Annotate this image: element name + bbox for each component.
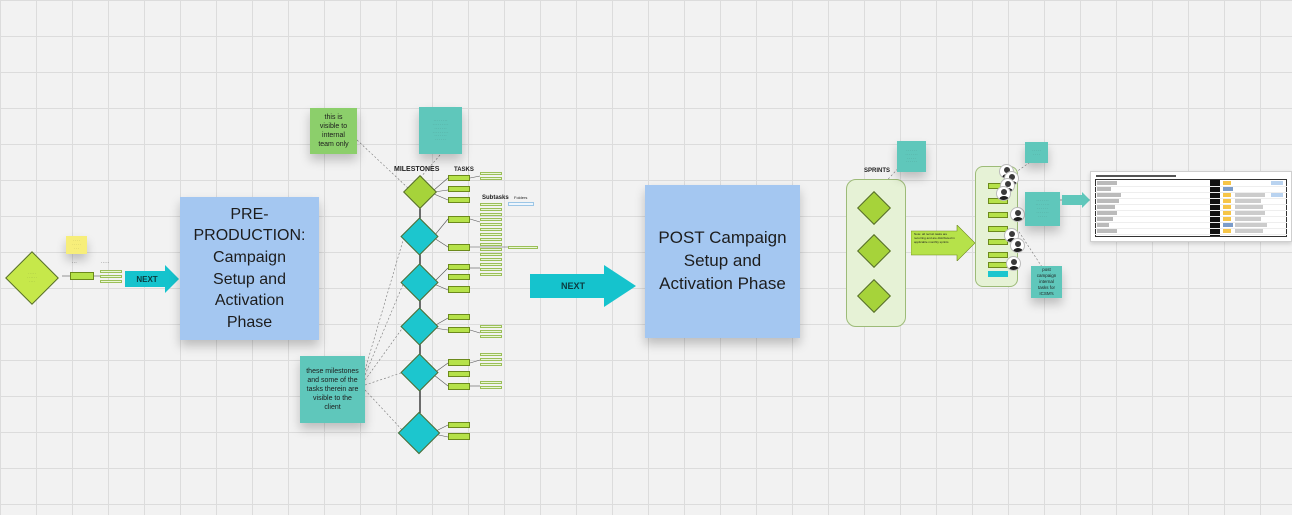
subtask-item[interactable] <box>480 325 502 328</box>
post-campaign-note[interactable]: POST Campaign Setup and Activation Phase <box>645 185 800 338</box>
next-arrow-small-label: NEXT <box>136 274 158 284</box>
sprint-top-note[interactable]: · · · · ·· · · · <box>1025 142 1048 163</box>
subtask-item[interactable] <box>480 268 502 271</box>
internal-only-note[interactable]: this is visible to internal team only <box>310 108 357 154</box>
subtask-item[interactable] <box>480 223 502 226</box>
table-row[interactable] <box>1095 198 1287 205</box>
start-task-box[interactable] <box>70 272 94 280</box>
subtask-item[interactable] <box>480 253 502 256</box>
subtask-item[interactable] <box>480 363 502 366</box>
table-row[interactable] <box>1095 228 1287 235</box>
subtask-item[interactable] <box>480 177 502 180</box>
next-arrow-big-label: NEXT <box>560 281 585 291</box>
start-subtask-2[interactable] <box>100 275 122 278</box>
milestones-description-note[interactable]: · · · · · · · ·· · · · · · · · ·· · · · … <box>419 107 462 154</box>
task-box[interactable] <box>448 274 470 280</box>
table-row[interactable] <box>1095 222 1287 229</box>
task-box[interactable] <box>448 175 470 181</box>
table-row[interactable] <box>1095 204 1287 211</box>
table-row[interactable] <box>1095 192 1287 199</box>
sprint-note-text: Note: all recruit tasks are recurring an… <box>914 232 955 244</box>
task-box[interactable] <box>448 383 470 390</box>
sprint-task-box[interactable] <box>988 212 1008 218</box>
table-row[interactable] <box>1095 180 1287 187</box>
avatar[interactable] <box>1010 207 1025 222</box>
table-dark-column <box>1210 180 1220 236</box>
sprint-note-arrow[interactable] <box>911 225 975 261</box>
start-subtask-3[interactable] <box>100 280 122 283</box>
post-campaign-tasks-note[interactable]: post campaign internal tasks for ICSM's <box>1031 266 1062 298</box>
subtask-item[interactable] <box>480 353 502 356</box>
tasks-header: TASKS <box>454 167 474 173</box>
sprint-task-box[interactable] <box>988 262 1008 268</box>
milestones-header: MILESTONES <box>394 166 440 173</box>
subtask-item[interactable] <box>480 386 502 389</box>
task-box[interactable] <box>448 422 470 428</box>
start-decision-label: · · · · ·· · · · · ·· · · · <box>26 271 38 283</box>
subtask-item[interactable] <box>480 208 502 211</box>
task-box[interactable] <box>448 314 470 320</box>
report-arrow[interactable] <box>1062 192 1090 208</box>
table-title <box>1096 175 1176 177</box>
subtask-item[interactable] <box>480 358 502 361</box>
small-subtasks-header: · · · · · <box>101 260 110 264</box>
subtask-item[interactable] <box>480 228 502 231</box>
avatar[interactable] <box>1006 256 1021 271</box>
table-row[interactable] <box>1095 216 1287 223</box>
subtask-item[interactable] <box>508 246 538 249</box>
table-row[interactable] <box>1095 210 1287 217</box>
avatar[interactable] <box>996 186 1011 201</box>
task-box[interactable] <box>448 359 470 366</box>
next-arrow-big[interactable] <box>530 265 636 307</box>
subtask-item[interactable] <box>480 233 502 236</box>
yellow-note[interactable]: · · · ·· · · · ·· · · <box>66 236 87 254</box>
subtask-item[interactable] <box>480 238 502 241</box>
subtask-item[interactable] <box>480 263 502 266</box>
task-box[interactable] <box>448 244 470 251</box>
task-table-card[interactable] <box>1090 171 1292 242</box>
avatar[interactable] <box>1010 238 1025 253</box>
sprint-task-box[interactable] <box>988 252 1008 258</box>
sprint-description-note[interactable]: · · · · · ·· · · · · · ·· · · · ·· · · ·… <box>897 141 926 172</box>
folder-item[interactable] <box>508 202 534 206</box>
task-box[interactable] <box>448 216 470 223</box>
subtask-item[interactable] <box>480 273 502 276</box>
task-box[interactable] <box>448 327 470 333</box>
subtask-item[interactable] <box>480 258 502 261</box>
subtask-item[interactable] <box>480 203 502 206</box>
task-box[interactable] <box>448 197 470 203</box>
subtask-item[interactable] <box>480 248 502 251</box>
client-visible-note[interactable]: these milestones and some of the tasks t… <box>300 356 365 423</box>
subtask-item[interactable] <box>480 218 502 221</box>
small-tasks-header: · · · <box>72 260 77 264</box>
subtask-item[interactable] <box>480 381 502 384</box>
sprints-header: SPRINTS <box>864 168 891 174</box>
sprint-tasks-description-note[interactable]: · · · · · · ·· · · · · · · ·· · · · · ··… <box>1025 192 1060 226</box>
subtask-item[interactable] <box>480 172 502 175</box>
task-box[interactable] <box>448 371 470 377</box>
subtasks-header: Subtasks <box>482 195 509 201</box>
task-box[interactable] <box>448 186 470 192</box>
task-box[interactable] <box>448 264 470 270</box>
sprint-task-highlight[interactable] <box>988 271 1008 277</box>
table-inner <box>1095 179 1287 237</box>
subtask-item[interactable] <box>480 330 502 333</box>
subtask-item[interactable] <box>480 335 502 338</box>
subtask-item[interactable] <box>480 243 502 246</box>
task-box[interactable] <box>448 433 470 440</box>
task-box[interactable] <box>448 286 470 293</box>
folders-header: Folders <box>514 195 528 200</box>
start-subtask-1[interactable] <box>100 270 122 273</box>
next-arrow-small[interactable] <box>125 265 179 293</box>
table-row[interactable] <box>1095 186 1287 193</box>
subtask-item[interactable] <box>480 213 502 216</box>
pre-production-note[interactable]: PRE-PRODUCTION: Campaign Setup and Activ… <box>180 197 319 340</box>
